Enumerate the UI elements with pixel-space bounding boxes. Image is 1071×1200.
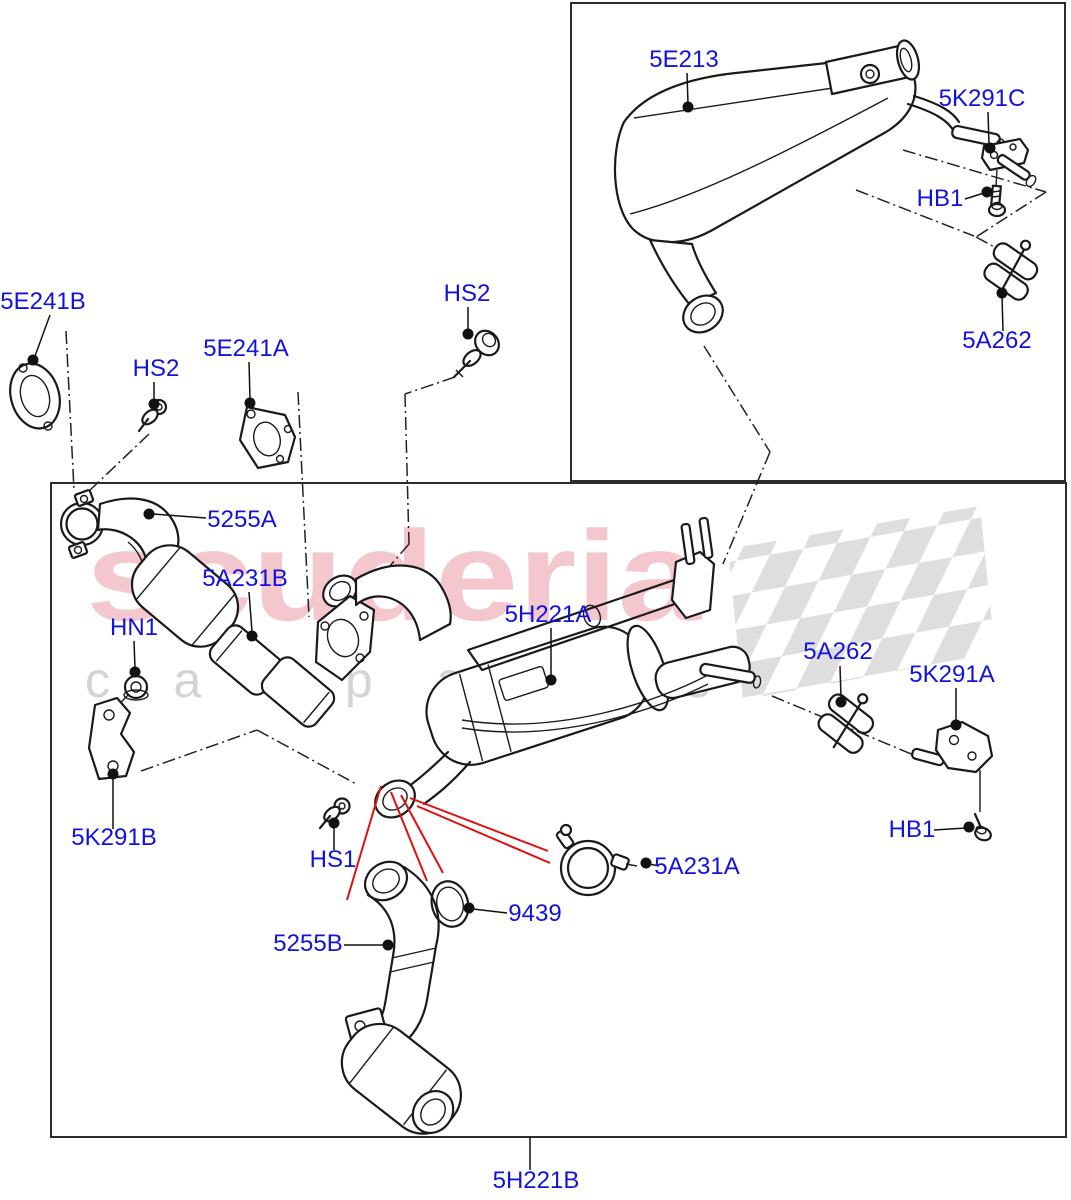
bolt-hs2-left-drawing (137, 398, 168, 433)
gasket-5e241a-drawing (238, 405, 297, 470)
part-label-hs2-left[interactable]: HS2 (133, 355, 180, 382)
callout-boxes (50, 2, 1067, 1138)
part-labels: 5E213 5K291C HB1 5A262 5E241B HS2 5E241A… (0, 46, 1031, 1194)
flex-sleeve-5a231b-drawing (208, 624, 336, 728)
bolt-hb1-main-drawing (973, 812, 992, 842)
catalytic-converter-5h221a-drawing (314, 516, 762, 819)
part-label-hb1-top[interactable]: HB1 (917, 185, 964, 212)
gasket-9439-drawing (430, 880, 470, 928)
leader-lines (27, 72, 1008, 1170)
clamp-5a231a-drawing (555, 823, 638, 897)
part-label-5a262-top[interactable]: 5A262 (962, 327, 1031, 354)
lower-pipe-5255b-drawing (340, 860, 462, 1135)
part-label-5e241b[interactable]: 5E241B (0, 288, 85, 315)
part-label-5e213[interactable]: 5E213 (649, 46, 718, 73)
front-pipe-5255a-drawing (59, 489, 240, 648)
part-label-5h221a[interactable]: 5H221A (505, 601, 592, 628)
pointer-lines-red (346, 785, 551, 901)
bracket-5k291a-drawing (911, 720, 994, 812)
part-label-5a231b[interactable]: 5A231B (202, 565, 287, 592)
main-diagram-box (50, 482, 1067, 1138)
part-label-5a231a[interactable]: 5A231A (654, 853, 739, 880)
part-label-5k291b[interactable]: 5K291B (71, 824, 156, 851)
part-label-hs1[interactable]: HS1 (310, 846, 357, 873)
part-label-hb1-main[interactable]: HB1 (889, 816, 936, 843)
part-label-hn1[interactable]: HN1 (110, 614, 158, 641)
part-label-5a262-main[interactable]: 5A262 (803, 638, 872, 665)
part-label-5h221b[interactable]: 5H221B (493, 1167, 580, 1194)
part-label-hs2-right[interactable]: HS2 (444, 280, 491, 307)
part-label-5k291c[interactable]: 5K291C (939, 85, 1026, 112)
bolt-hb1-top-drawing (987, 184, 1007, 218)
top-callout-box (570, 2, 1066, 482)
bracket-5k291b-drawing (87, 696, 136, 781)
bolt-hs1-drawing (318, 797, 351, 830)
assembly-axis-lines (65, 149, 1047, 786)
part-label-5255a[interactable]: 5255A (207, 506, 276, 533)
clamp-5a262-top-drawing (983, 239, 1039, 301)
bolt-hs2-right-drawing (452, 329, 500, 379)
clamp-5a262-main-drawing (817, 693, 875, 754)
part-label-9439[interactable]: 9439 (508, 900, 561, 927)
gasket-5e241b-drawing (9, 362, 61, 431)
part-label-5e241a[interactable]: 5E241A (203, 335, 288, 362)
part-label-5255b[interactable]: 5255B (273, 930, 342, 957)
part-label-5k291a[interactable]: 5K291A (909, 661, 994, 688)
watermark-checkered-flag (728, 506, 995, 700)
